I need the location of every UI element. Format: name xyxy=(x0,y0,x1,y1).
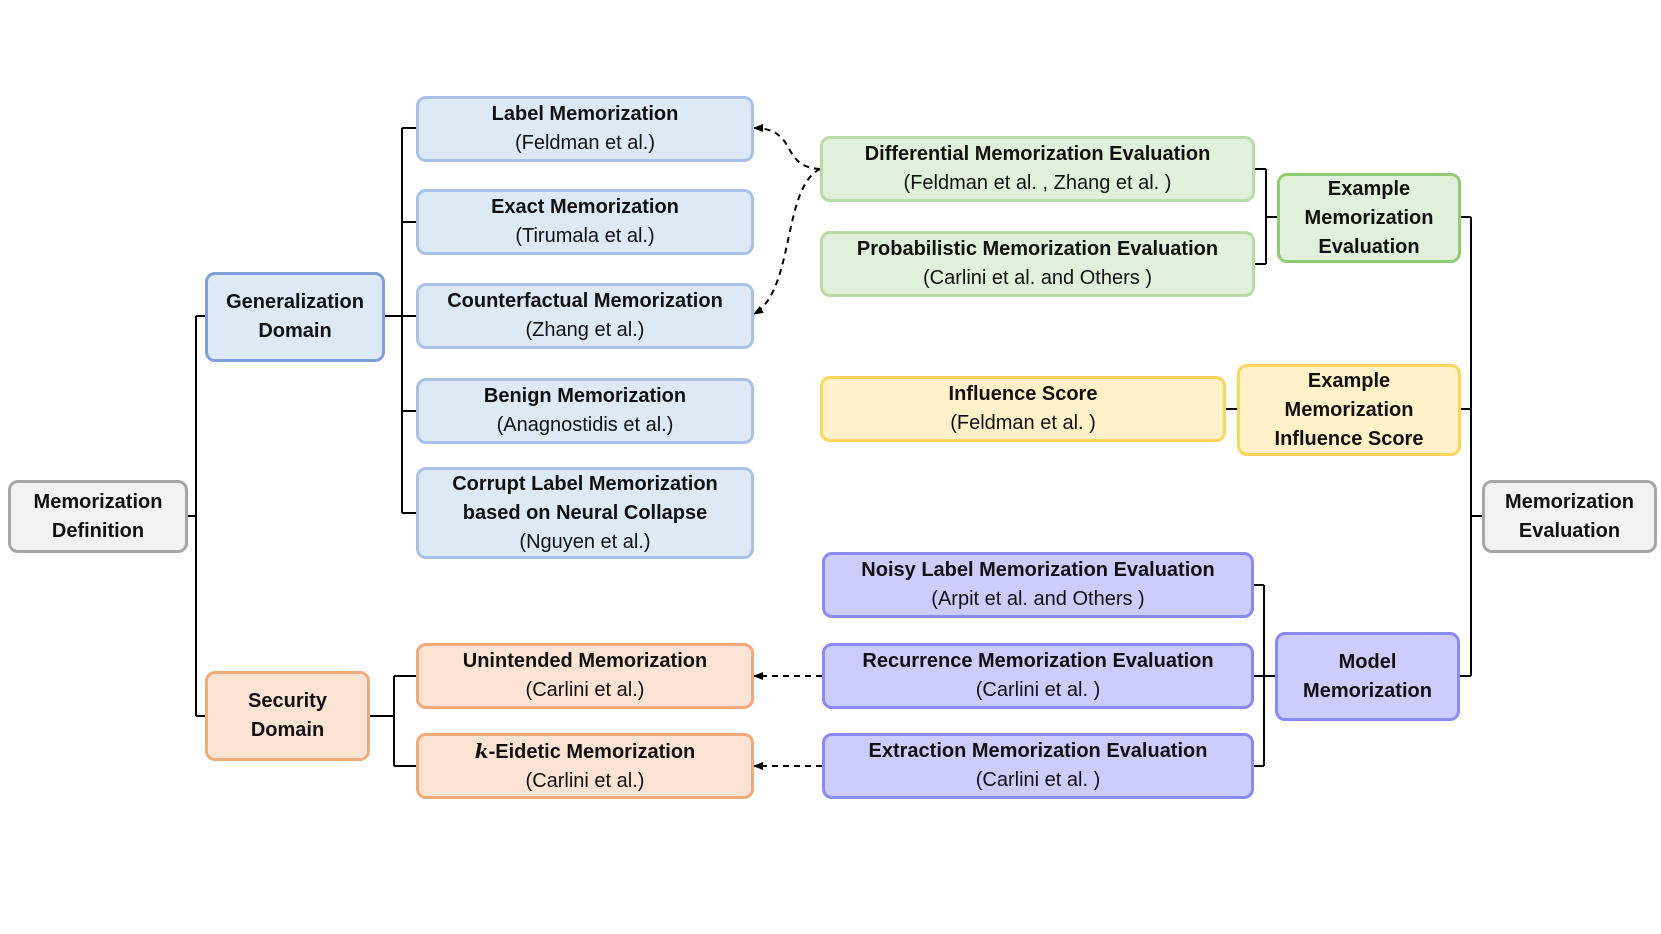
node-title: Memorization Evaluation xyxy=(1505,490,1634,542)
node-title: Counterfactual Memorization xyxy=(447,290,723,312)
node-title: Benign Memorization xyxy=(483,385,687,407)
security-domain-node: Security Domain xyxy=(205,671,370,761)
node-citation: (Carlini et al. and Others ) xyxy=(923,267,1152,289)
node-title: Extraction Memorization Evaluation xyxy=(868,740,1208,762)
connector-to-example-eval xyxy=(1255,168,1277,265)
node-title: Probabilistic Memorization Evaluation xyxy=(856,238,1219,260)
counterfactual-memorization-node: Counterfactual Memorization (Zhang et al… xyxy=(416,283,754,349)
node-title-rest: -Eidetic Memorization xyxy=(488,740,696,763)
node-title: Exact Memorization xyxy=(491,196,679,218)
node-citation: (Carlini et al.) xyxy=(525,769,645,792)
node-title: k-Eidetic Memorization xyxy=(475,737,696,767)
node-title: Example Memorization Evaluation xyxy=(1304,177,1434,258)
example-influence-score-node: Example Memorization Influence Score xyxy=(1237,364,1461,456)
connector-sec-to-children xyxy=(370,675,416,767)
model-memorization-node: Model Memorization xyxy=(1275,632,1460,721)
node-title: Model Memorization xyxy=(1303,650,1432,702)
node-title: Example Memorization Influence Score xyxy=(1274,369,1424,450)
k-variable: k xyxy=(474,738,489,763)
node-citation: (Carlini et al. ) xyxy=(975,769,1101,791)
influence-score-node: Influence Score (Feldman et al. ) xyxy=(820,376,1226,442)
recurrence-evaluation-node: Recurrence Memorization Evaluation (Carl… xyxy=(822,643,1254,709)
node-citation: (Carlini et al.) xyxy=(525,679,645,701)
node-citation: (Anagnostidis et al.) xyxy=(496,414,674,436)
node-citation: (Tirumala et al.) xyxy=(515,225,655,247)
dashed-arrow-diff-to-counterfactual xyxy=(753,168,821,315)
node-citation: (Nguyen et al.) xyxy=(519,530,651,553)
dashed-arrow-diff-to-label xyxy=(753,124,821,170)
node-title: Noisy Label Memorization Evaluation xyxy=(861,559,1215,581)
connector-def-to-domains xyxy=(188,315,205,717)
node-title: Security Domain xyxy=(248,690,327,741)
node-title: Influence Score xyxy=(948,383,1098,405)
memorization-evaluation-node: Memorization Evaluation xyxy=(1482,480,1657,553)
node-citation: (Carlini et al. ) xyxy=(975,679,1101,701)
connector-groups-to-eval xyxy=(1460,216,1482,677)
node-title: Generalization Domain xyxy=(226,291,364,342)
node-citation: (Arpit et al. and Others ) xyxy=(931,588,1145,610)
node-title: Differential Memorization Evaluation xyxy=(864,143,1211,165)
node-title: Unintended Memorization xyxy=(462,650,708,672)
noisy-label-evaluation-node: Noisy Label Memorization Evaluation (Arp… xyxy=(822,552,1254,618)
k-eidetic-memorization-node: k-Eidetic Memorization (Carlini et al.) xyxy=(416,733,754,799)
node-title: Label Memorization xyxy=(491,103,679,125)
connector-gen-to-children xyxy=(385,127,416,514)
generalization-domain-node: Generalization Domain xyxy=(205,272,385,362)
node-citation: (Feldman et al. , Zhang et al. ) xyxy=(903,172,1172,194)
label-memorization-node: Label Memorization (Feldman et al.) xyxy=(416,96,754,162)
node-title: Recurrence Memorization Evaluation xyxy=(862,650,1214,672)
connector-to-model-mem xyxy=(1254,584,1275,767)
unintended-memorization-node: Unintended Memorization (Carlini et al.) xyxy=(416,643,754,709)
extraction-evaluation-node: Extraction Memorization Evaluation (Carl… xyxy=(822,733,1254,799)
node-citation: (Feldman et al. ) xyxy=(950,412,1096,434)
benign-memorization-node: Benign Memorization (Anagnostidis et al.… xyxy=(416,378,754,444)
node-title: Corrupt Label Memorization based on Neur… xyxy=(452,472,718,524)
memorization-definition-node: Memorization Definition xyxy=(8,480,188,553)
differential-evaluation-node: Differential Memorization Evaluation (Fe… xyxy=(820,136,1255,202)
corrupt-label-memorization-node: Corrupt Label Memorization based on Neur… xyxy=(416,467,754,559)
node-citation: (Feldman et al.) xyxy=(514,132,656,154)
node-citation: (Zhang et al.) xyxy=(525,319,645,341)
probabilistic-evaluation-node: Probabilistic Memorization Evaluation (C… xyxy=(820,231,1255,297)
exact-memorization-node: Exact Memorization (Tirumala et al.) xyxy=(416,189,754,255)
node-title: Memorization Definition xyxy=(33,490,163,542)
example-memorization-evaluation-node: Example Memorization Evaluation xyxy=(1277,173,1461,263)
